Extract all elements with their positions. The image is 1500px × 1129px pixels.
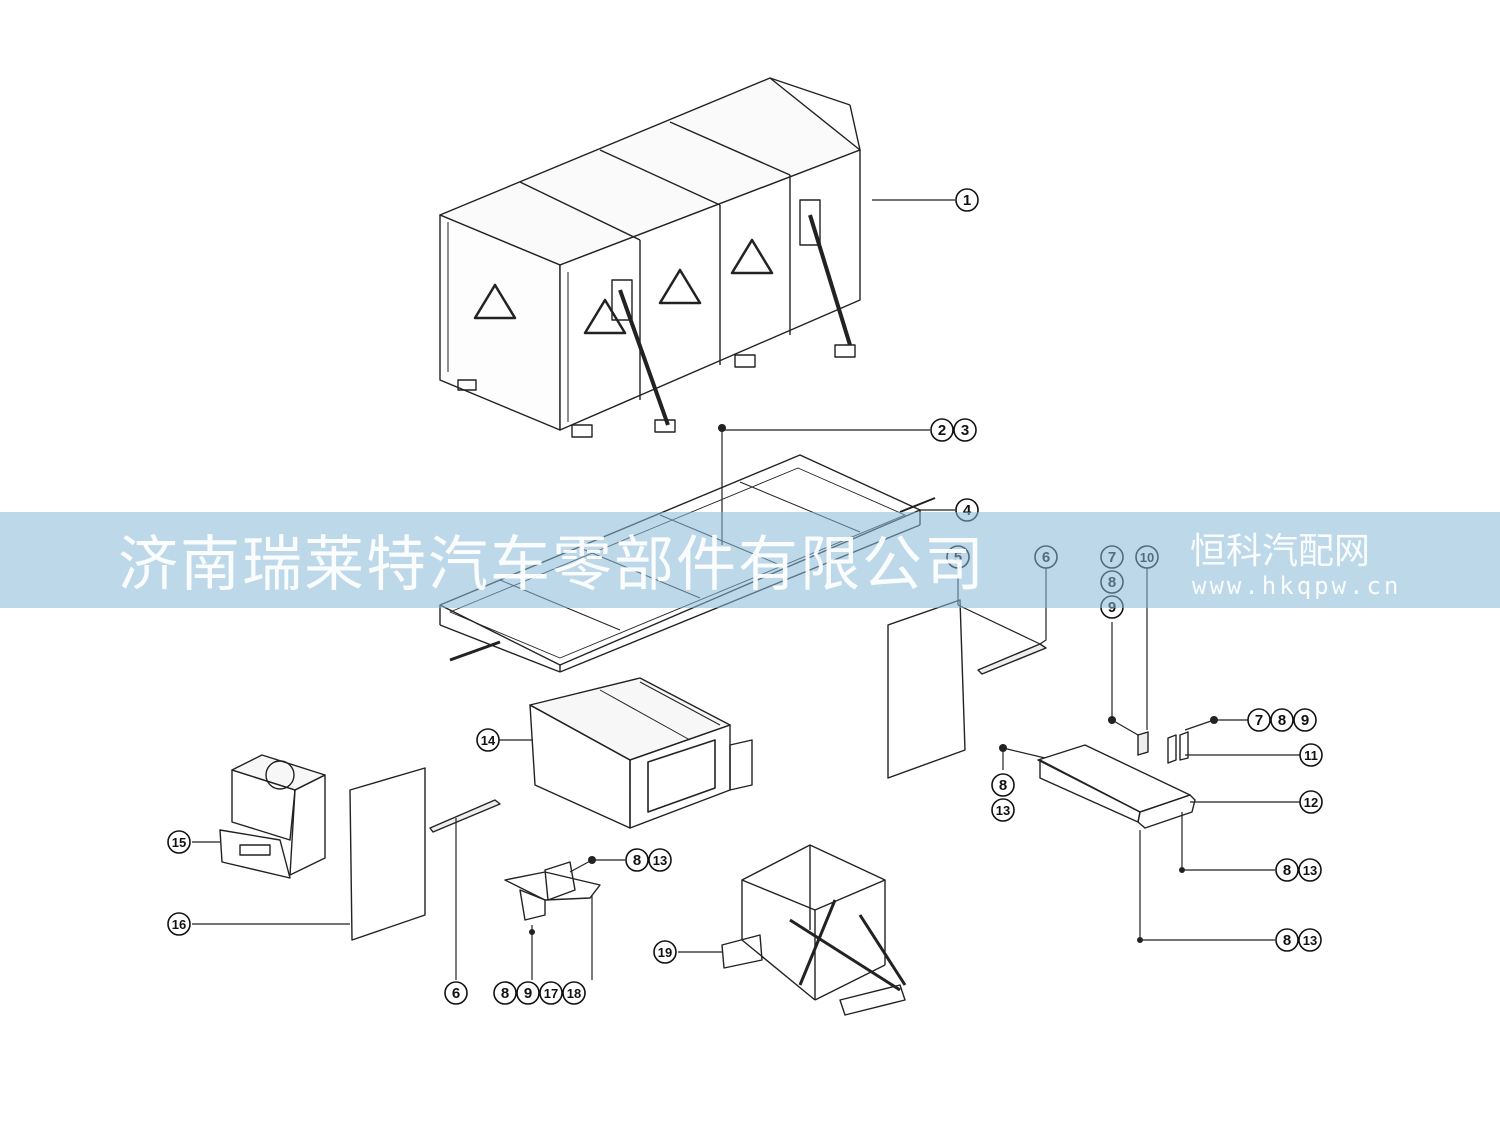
callout-number: 4 [963,502,972,519]
cooling-unit [529,677,753,829]
callout-circle [991,798,1015,822]
callout-circle [1299,790,1323,814]
callout-number: 16 [172,917,186,932]
callout-circle [1270,708,1294,732]
callout-number: 19 [658,945,672,960]
callout-circle [930,418,954,442]
callout-number: 18 [567,986,581,1001]
watermark-band [0,512,1500,608]
callout-c14: 14 [476,728,500,752]
callout-circle [493,981,517,1005]
callout-number: 11 [1304,748,1318,763]
callout-circle [1293,708,1317,732]
callout-circle [953,418,977,442]
callout-c20: 19 [653,940,677,964]
callout-number: 13 [996,803,1010,818]
callout-number: 13 [1303,933,1317,948]
callout-c17: 6 [444,981,468,1005]
callout-c13: 8 13 [1275,928,1322,952]
callout-circle [167,830,191,854]
callout-c18: 8 13 [625,848,672,872]
callout-circle [562,981,586,1005]
callout-circle [516,981,540,1005]
callout-circle [625,848,649,872]
callout-circle [1275,858,1299,882]
callout-number: 2 [938,422,946,439]
callout-number: 9 [1301,712,1309,729]
callout-number: 8 [1278,712,1286,729]
watermark-url: www.hkqpw.cn [1192,572,1402,600]
callout-circle [653,940,677,964]
callout-number: 8 [1283,862,1291,879]
callout-number: 15 [172,835,186,850]
callout-c16: 16 [167,912,191,936]
callout-circle [955,188,979,212]
callout-c10: 8 13 [991,773,1015,822]
callout-number: 13 [653,853,667,868]
callout-number: 3 [961,422,969,439]
tray-assembly [1037,731,1196,829]
callout-number: 12 [1304,795,1318,810]
callout-c15: 15 [167,830,191,854]
battery-housing-assembly [439,77,861,438]
callout-number: 1 [963,192,971,209]
callout-number: 8 [1283,932,1291,949]
callout-number: 13 [1303,863,1317,878]
strip-6-left [429,799,501,833]
panel-16 [349,767,426,941]
callout-circle [1275,928,1299,952]
callout-number: 7 [1255,712,1263,729]
callout-c11: 12 [1299,790,1323,814]
callout-number: 8 [501,985,509,1002]
callout-circle [1247,708,1271,732]
callout-c9: 11 [1299,743,1323,767]
callout-circle [476,728,500,752]
frame-structure-19 [721,844,907,1016]
bracket-18 [504,861,601,921]
callout-circle [167,912,191,936]
callout-circle [1299,743,1323,767]
callout-number: 9 [524,985,532,1002]
callout-c1: 1 [955,188,979,212]
watermark-site-name: 恒科汽配网 [1190,531,1371,572]
leader-dots [529,424,1218,943]
panel-5 [887,599,966,779]
strip-6-right [977,643,1047,675]
callout-number: 6 [452,985,460,1002]
callout-number: 8 [633,852,641,869]
control-unit [219,754,326,879]
watermark-company-name: 济南瑞莱特汽车零部件有限公司 [118,530,986,600]
callout-number: 17 [544,986,558,1001]
callout-circle [539,981,563,1005]
leader-lines [192,199,1300,980]
callout-circle [444,981,468,1005]
callout-c12: 8 13 [1275,858,1322,882]
callout-circle [1298,928,1322,952]
callout-circle [648,848,672,872]
callout-number: 14 [481,733,496,748]
callout-circle [991,773,1015,797]
callout-circle [1298,858,1322,882]
callout-number: 8 [999,777,1007,794]
